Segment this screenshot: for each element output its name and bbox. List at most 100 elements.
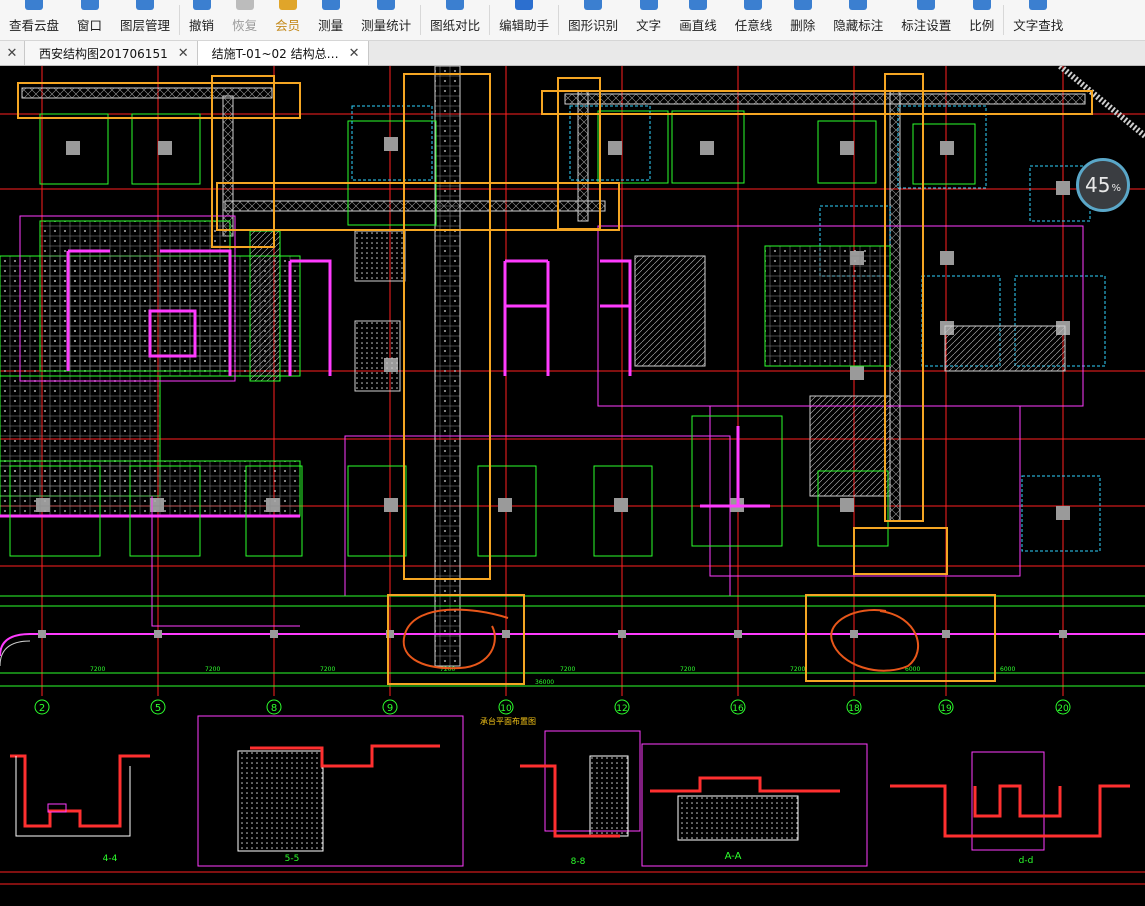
annotation-circle (830, 609, 919, 672)
axis-bubbles: 2 5 8 9 10 12 16 18 19 20 (34, 699, 1071, 715)
axis-bubble-16: 16 (730, 699, 746, 715)
axis-bubble-5: 5 (150, 699, 166, 715)
redo-button[interactable]: 恢复 (223, 0, 266, 40)
measure-button[interactable]: 测量 (309, 0, 352, 40)
svg-text:7200: 7200 (90, 666, 105, 673)
window-button[interactable]: 窗口 (68, 0, 111, 40)
highlight-box (805, 594, 996, 682)
highlight-box (541, 90, 1093, 115)
wall-columns (38, 630, 1067, 638)
layer-manager-button[interactable]: 图层管理 (111, 0, 179, 40)
dotted-region (354, 320, 401, 392)
walls (0, 249, 770, 518)
layers-icon (136, 0, 155, 10)
highlight-box (211, 75, 275, 248)
svg-text:7200: 7200 (205, 666, 220, 673)
pile-caps-bottom (9, 415, 889, 557)
compare-drawings-button[interactable]: 图纸对比 (421, 0, 489, 40)
highlight-box (403, 73, 491, 580)
svg-text:7200: 7200 (440, 666, 455, 673)
text-search-button[interactable]: 文字查找 (1004, 0, 1072, 40)
hatched-column-strip (434, 65, 461, 667)
vip-button[interactable]: 会员 (266, 0, 309, 40)
axis-bubble-10: 10 (498, 699, 514, 715)
vip-icon (278, 0, 297, 10)
axis-bubble-2: 2 (34, 699, 50, 715)
highlight-box (853, 527, 948, 575)
tab-xian-structure[interactable]: 西安结构图201706151 ✕ (25, 41, 198, 65)
svg-text:7200: 7200 (790, 666, 805, 673)
axis-bubble-19: 19 (938, 699, 954, 715)
close-icon[interactable]: ✕ (0, 41, 25, 65)
eye-icon (849, 0, 868, 10)
cloud-disk-button[interactable]: 查看云盘 (0, 0, 68, 40)
annotation-settings-button[interactable]: 标注设置 (892, 0, 960, 40)
toolbar-divider (1003, 5, 1005, 35)
zoom-indicator[interactable]: 45% (1076, 158, 1130, 212)
highlight-box (17, 82, 301, 119)
tab-structure-general[interactable]: 结施T-01~02 结构总… ✕ (197, 41, 369, 65)
slab-region (249, 230, 281, 382)
hide-annotations-button[interactable]: 隐藏标注 (824, 0, 892, 40)
svg-text:18: 18 (848, 704, 860, 714)
line-button[interactable]: 画直线 (670, 0, 726, 40)
tab-label: 西安结构图201706151 (39, 46, 168, 61)
hatched-beam (577, 90, 589, 222)
section-d-d: d-d (890, 751, 1130, 866)
zoom-unit: % (1111, 182, 1121, 194)
edit-assistant-button[interactable]: 编辑助手 (490, 0, 558, 40)
toolbar-divider (558, 5, 560, 35)
hatched-pit (809, 395, 891, 497)
highlight-box (387, 594, 525, 685)
highlight-box (557, 77, 601, 230)
settings-icon (917, 0, 936, 10)
close-icon[interactable]: ✕ (177, 45, 189, 61)
cad-drawing: 7200 7200 7200 7200 7200 7200 7200 6000 … (0, 63, 1145, 885)
boundary-wall-outline (0, 640, 31, 667)
highlight-box (884, 73, 924, 522)
measure-stats-button[interactable]: 测量统计 (352, 0, 420, 40)
svg-text:7200: 7200 (560, 666, 575, 673)
delete-button[interactable]: 删除 (781, 0, 824, 40)
undo-button[interactable]: 撤销 (180, 0, 223, 40)
hatched-pit (634, 255, 706, 367)
ruler-icon (321, 0, 340, 10)
window-icon (80, 0, 99, 10)
axis-bubble-20: 20 (1055, 699, 1071, 715)
search-icon (1029, 0, 1048, 10)
pen-icon (744, 0, 763, 10)
section-A-A: A-A (641, 743, 868, 867)
eraser-icon (793, 0, 812, 10)
hatched-beam (564, 93, 1086, 105)
toolbar-divider (489, 5, 491, 35)
annotation-circles (402, 608, 919, 672)
svg-text:19: 19 (940, 704, 952, 714)
svg-text:8: 8 (271, 703, 277, 714)
section-5-5: 5-5 (197, 715, 464, 867)
line-icon (688, 0, 707, 10)
svg-text:5-5: 5-5 (285, 854, 300, 864)
drawing-canvas[interactable]: 7200 7200 7200 7200 7200 7200 7200 6000 … (0, 63, 1145, 902)
svg-text:20: 20 (1057, 704, 1069, 714)
svg-text:6000: 6000 (1000, 666, 1015, 673)
main-toolbar: 查看云盘 窗口 图层管理 撤销 恢复 会员 测量 测量统计 图纸对比 编辑助手 … (0, 0, 1145, 41)
tab-label: 结施T-01~02 结构总… (211, 46, 339, 61)
svg-text:承台平面布置图: 承台平面布置图 (480, 716, 536, 726)
svg-text:12: 12 (616, 704, 627, 714)
axis-bubble-8: 8 (266, 699, 282, 715)
document-tabs: ✕ 西安结构图201706151 ✕ 结施T-01~02 结构总… ✕ (0, 41, 1145, 66)
close-icon[interactable]: ✕ (348, 45, 360, 61)
freeform-line-button[interactable]: 任意线 (726, 0, 782, 40)
scale-button[interactable]: 比例 (960, 0, 1003, 40)
svg-text:9: 9 (387, 703, 393, 714)
svg-text:7200: 7200 (680, 666, 695, 673)
shape-recognition-button[interactable]: 图形识别 (559, 0, 627, 40)
section-4-4: 4-4 (10, 754, 150, 864)
svg-text:16: 16 (732, 704, 744, 714)
text-button[interactable]: 文字 (627, 0, 670, 40)
hatched-beam (21, 87, 273, 99)
svg-text:4-4: 4-4 (103, 854, 118, 864)
svg-text:10: 10 (500, 704, 512, 714)
highlight-box (216, 182, 620, 231)
edit-icon (515, 0, 534, 10)
